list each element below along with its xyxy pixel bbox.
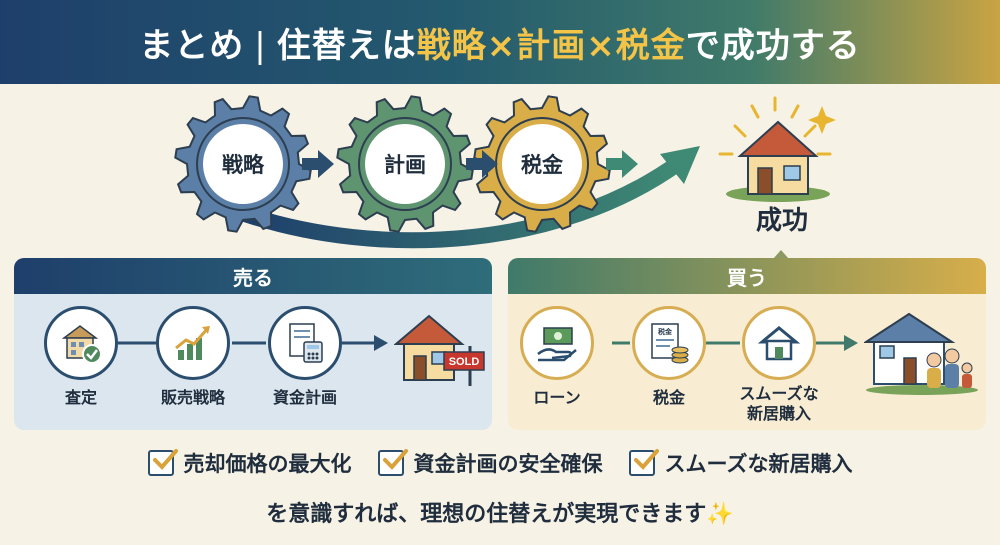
check-label-max-price: 売却価格の最大化	[183, 452, 352, 476]
step-label-sales-strategy: 販売戦略	[160, 388, 225, 407]
arrow-right-icon	[374, 335, 388, 351]
building-check-icon	[61, 325, 102, 364]
checklist: 売却価格の最大化 資金計画の安全確保 スムーズな新居購入	[0, 448, 1000, 478]
tax-doc-text: 税金	[658, 327, 673, 336]
house-icon	[757, 326, 801, 361]
arrow-right-icon	[606, 150, 638, 178]
title-term-tax: 税金	[615, 25, 686, 66]
step-new-home	[742, 306, 816, 380]
goal-label: 成功	[755, 206, 808, 236]
title-prefix: まとめ	[139, 25, 245, 66]
gears-flow	[174, 95, 836, 249]
success-house-icon	[718, 96, 836, 202]
step-label-new-home-line1: スムーズな	[739, 384, 819, 403]
arrow-right-icon	[466, 150, 498, 178]
step-label-funding-plan: 資金計画	[272, 388, 337, 407]
step-sales-strategy	[156, 306, 230, 380]
sold-house-icon: SOLD	[394, 314, 485, 386]
title-term-strategy: 戦略	[416, 25, 487, 66]
check-item-smooth-purchase: スムーズな新居購入	[628, 448, 853, 478]
success-arrow	[237, 154, 688, 249]
title-lead: 住替えは	[276, 25, 417, 66]
gear-label-strategy: 戦略	[203, 124, 283, 204]
sell-heading: 売る	[14, 258, 492, 294]
arrow-right-icon	[844, 335, 858, 351]
calculator-doc-icon	[289, 323, 323, 363]
buy-flow-arrows	[612, 335, 858, 351]
sparkle-icon: ✨	[706, 502, 734, 527]
step-label-appraisal: 査定	[64, 388, 97, 407]
step-label-new-home-line2: 新居購入	[746, 404, 811, 423]
title-term-plan: 計画	[516, 25, 587, 66]
step-funding-plan	[268, 306, 342, 380]
buy-heading: 買う	[508, 258, 986, 294]
page-title: まとめ|住替えは戦略×計画×税金で成功する	[139, 18, 860, 67]
step-label-loan: ローン	[533, 388, 581, 407]
check-label-smooth-purchase: スムーズな新居購入	[664, 452, 853, 476]
step-loan	[520, 306, 594, 380]
title-suffix: で成功する	[685, 25, 861, 66]
title-banner: まとめ|住替えは戦略×計画×税金で成功する	[0, 0, 1000, 84]
check-label-secure-funding: 資金計画の安全確保	[413, 452, 603, 476]
gear-label-tax: 税金	[502, 124, 582, 204]
check-item-max-price: 売却価格の最大化	[147, 448, 352, 478]
step-appraisal	[44, 306, 118, 380]
success-arrowhead	[660, 146, 700, 184]
checkbox-checked-icon	[147, 449, 178, 476]
tax-doc-icon: 税金	[651, 323, 689, 364]
closing-message: を意識すれば、理想の住替えが実現できます✨	[0, 496, 1000, 528]
step-label-tax: 税金	[652, 388, 685, 407]
gear-label-plan: 計画	[365, 124, 445, 204]
sell-flow-arrows	[118, 335, 388, 351]
step-tax: 税金	[632, 306, 706, 380]
step-label-new-home: スムーズな新居購入	[719, 384, 839, 424]
arrow-right-icon	[302, 150, 334, 178]
title-times-1: ×	[486, 25, 517, 66]
money-hand-icon	[537, 327, 577, 362]
sold-sign: SOLD	[449, 356, 480, 368]
title-times-2: ×	[586, 25, 616, 66]
closing-text: を意識すれば、理想の住替えが実現できます	[266, 502, 707, 527]
buy-panel-pointer	[773, 250, 789, 259]
family-house-icon	[864, 312, 978, 395]
title-separator: |	[254, 25, 267, 66]
chart-up-icon	[175, 326, 210, 360]
buy-panel: 買う 税金 ローン 税金 スムーズな新居購入	[508, 258, 986, 430]
checkbox-checked-icon	[628, 449, 659, 476]
check-item-secure-funding: 資金計画の安全確保	[377, 448, 603, 478]
sell-panel: 売る	[14, 258, 492, 430]
checkbox-checked-icon	[377, 449, 408, 476]
